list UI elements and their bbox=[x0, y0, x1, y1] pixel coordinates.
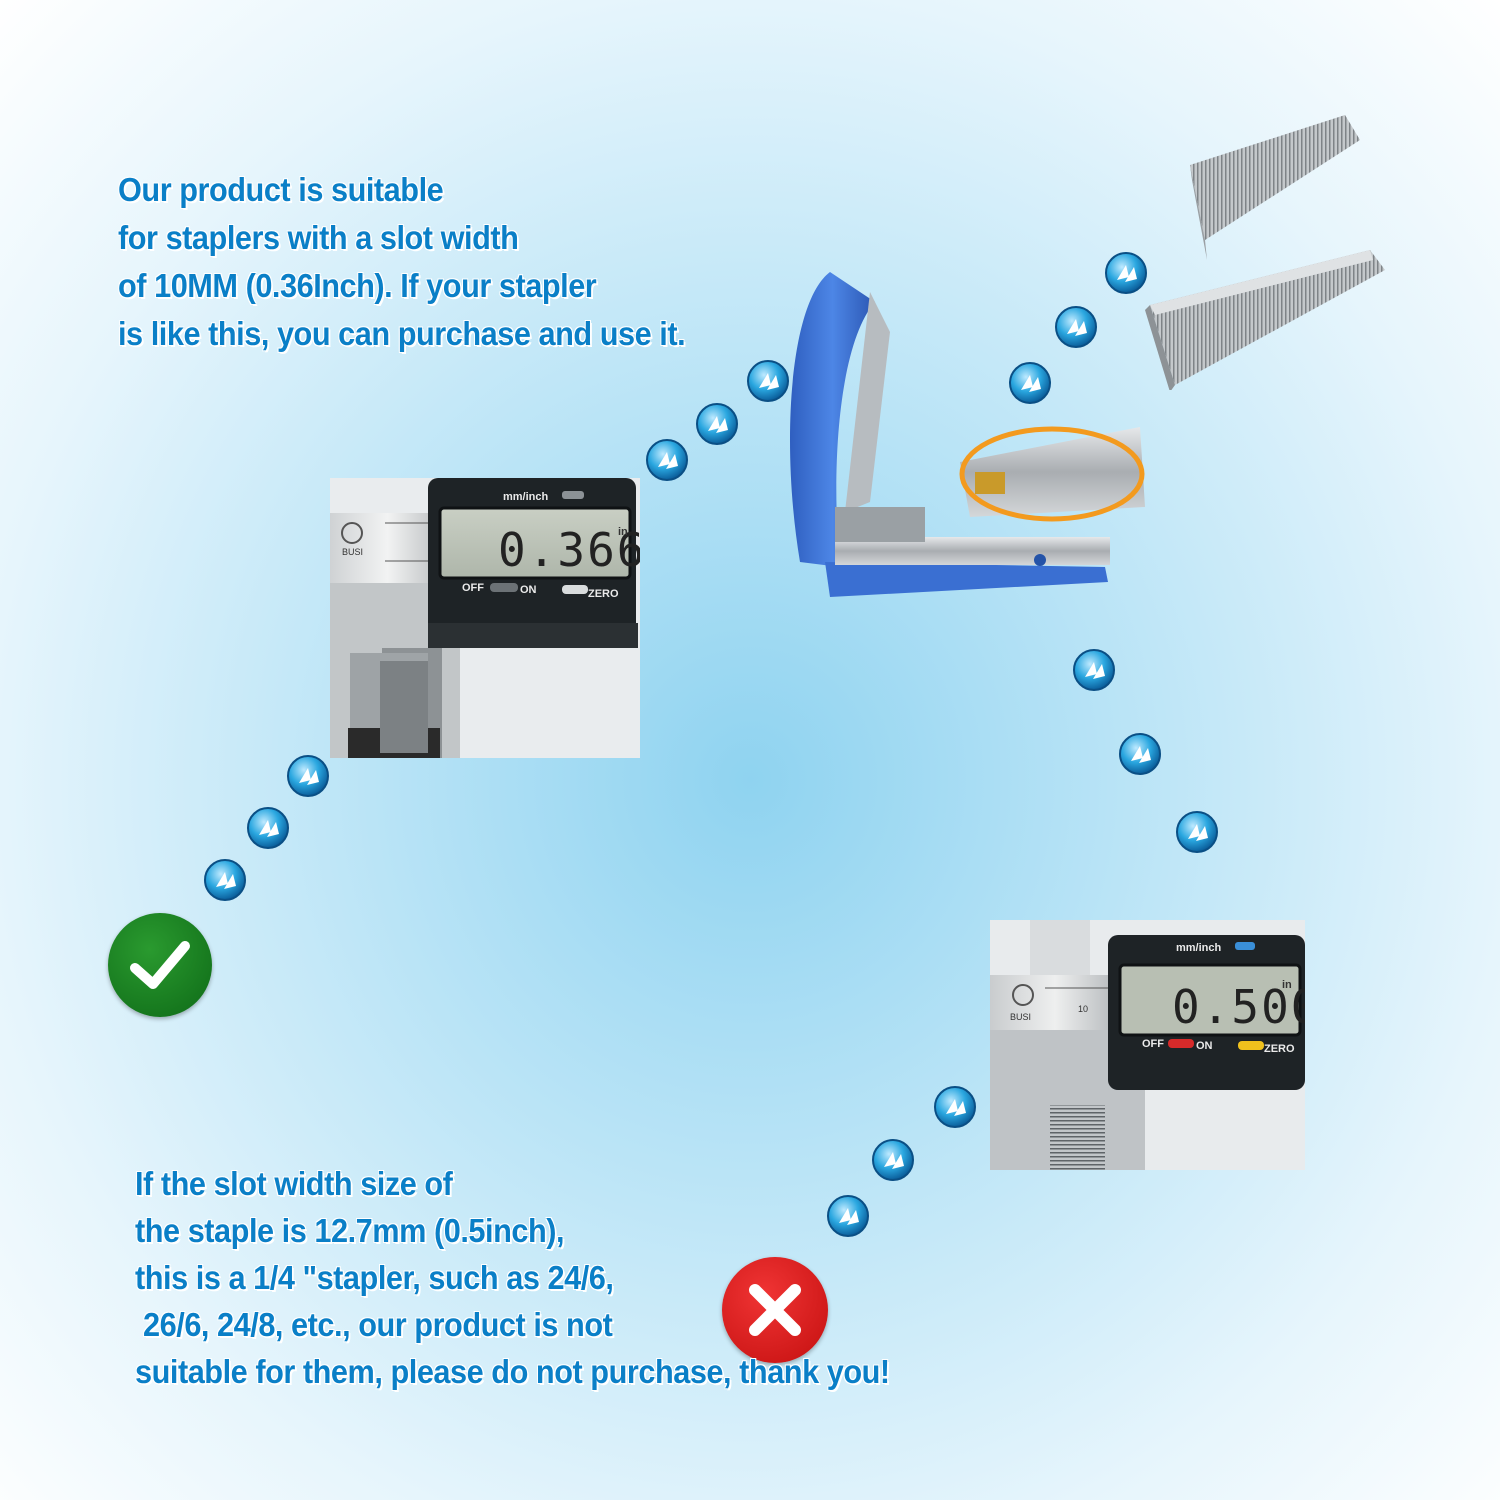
caption-line: 26/6, 24/8, etc., our product is not bbox=[135, 1306, 613, 1343]
brand-name: BUSI bbox=[342, 547, 363, 557]
caliper-body bbox=[1108, 935, 1305, 1090]
arrow-dot-icon bbox=[645, 438, 689, 482]
caption-line: is like this, you can purchase and use i… bbox=[118, 315, 686, 352]
check-icon bbox=[108, 913, 212, 1017]
caption-line: of 10MM (0.36Inch). If your stapler bbox=[118, 267, 597, 304]
staple-magazine bbox=[960, 427, 1145, 517]
zero-button bbox=[1238, 1041, 1264, 1050]
caption-line: for staplers with a slot width bbox=[118, 219, 519, 256]
reading-unit: in bbox=[1282, 979, 1292, 991]
on-label: ON bbox=[520, 584, 537, 596]
caption-line: suitable for them, please do not purchas… bbox=[135, 1353, 890, 1390]
caption-suitable: Our product is suitable for staplers wit… bbox=[118, 166, 686, 358]
cross-icon bbox=[722, 1257, 828, 1363]
staple-strip bbox=[1050, 1105, 1105, 1170]
arrow-dot-icon bbox=[203, 858, 247, 902]
brand-logo bbox=[341, 522, 363, 544]
brand-logo bbox=[1012, 984, 1034, 1006]
caliper-photo-suitable: BUSI mm/inch 0.366 in OFF ON ZERO bbox=[330, 473, 644, 758]
reading-unit: in bbox=[618, 526, 628, 538]
arrow-dot-icon bbox=[826, 1194, 870, 1238]
arrow-dot-icon bbox=[1054, 305, 1098, 349]
staples-photo bbox=[1145, 110, 1395, 392]
staple-strip bbox=[380, 653, 428, 753]
on-label: ON bbox=[1196, 1040, 1213, 1052]
caliper-reading: 0.500 bbox=[1172, 980, 1305, 1034]
caption-line: If the slot width size of bbox=[135, 1165, 453, 1202]
staple-bar bbox=[1145, 250, 1385, 392]
arrow-dot-icon bbox=[1118, 732, 1162, 776]
arrow-dot-icon bbox=[1008, 361, 1052, 405]
unit-label: mm/inch bbox=[1176, 942, 1222, 954]
zero-button bbox=[562, 585, 588, 594]
caliper-reading: 0.366 bbox=[498, 523, 640, 577]
caption-line: the staple is 12.7mm (0.5inch), bbox=[135, 1212, 565, 1249]
arrow-dot-icon bbox=[1072, 648, 1116, 692]
arrow-dot-icon bbox=[933, 1085, 977, 1129]
zero-label: ZERO bbox=[588, 588, 619, 600]
unit-button bbox=[562, 491, 584, 499]
caliper-photo-not-suitable: BUSI 10 mm/inch 0.500 in OFF ON ZERO bbox=[990, 920, 1318, 1170]
unit-label: mm/inch bbox=[503, 491, 549, 503]
arrow-dot-icon bbox=[1175, 810, 1219, 854]
arrow-dot-icon bbox=[1104, 251, 1148, 295]
power-button bbox=[1168, 1039, 1194, 1048]
arrow-dot-icon bbox=[695, 402, 739, 446]
highlight-ring bbox=[959, 426, 1145, 522]
staple-bar bbox=[1190, 115, 1360, 260]
zero-label: ZERO bbox=[1264, 1043, 1295, 1055]
caption-line: this is a 1/4 "stapler, such as 24/6, bbox=[135, 1259, 614, 1296]
arrow-dot-icon bbox=[286, 754, 330, 798]
off-label: OFF bbox=[462, 582, 484, 594]
stapler-base bbox=[825, 507, 1110, 597]
caliper-body bbox=[428, 478, 638, 648]
arrow-dot-icon bbox=[246, 806, 290, 850]
off-label: OFF bbox=[1142, 1038, 1164, 1050]
arrow-dot-icon bbox=[871, 1138, 915, 1182]
scale-mark: 10 bbox=[1078, 1004, 1088, 1014]
stapler-photo bbox=[770, 262, 1150, 602]
arrow-dot-icon bbox=[746, 359, 790, 403]
stapler-top-arm bbox=[790, 272, 890, 567]
unit-button bbox=[1235, 942, 1255, 950]
power-button bbox=[490, 583, 518, 592]
caption-not-suitable: If the slot width size of the staple is … bbox=[135, 1160, 890, 1395]
brand-name: BUSI bbox=[1010, 1012, 1031, 1022]
caption-line: Our product is suitable bbox=[118, 171, 444, 208]
